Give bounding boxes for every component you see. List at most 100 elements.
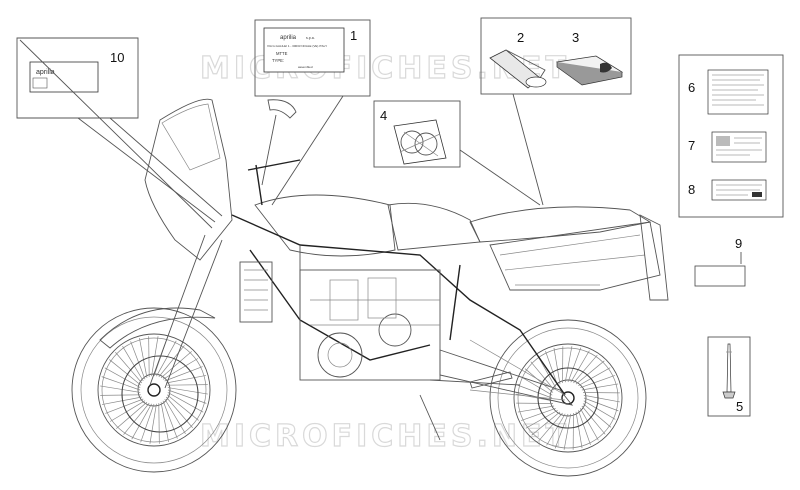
spoke	[531, 411, 561, 436]
spoke	[573, 354, 598, 384]
spoke	[148, 336, 150, 377]
part-4-tool-b	[414, 132, 438, 156]
spoke	[553, 347, 561, 385]
part-9-strip	[694, 265, 746, 287]
spoke	[160, 351, 192, 379]
spoke	[580, 375, 615, 389]
spoke	[567, 347, 582, 383]
part-6-label-lines	[712, 74, 764, 106]
leader-10-a	[77, 117, 216, 223]
callout-2: 2	[517, 30, 524, 45]
part-1-line-2: MTTE	[276, 51, 288, 56]
spoke	[579, 408, 599, 441]
spoke	[122, 345, 144, 382]
spoke	[545, 351, 559, 386]
spoke	[100, 385, 141, 393]
part-10-decal	[29, 61, 99, 93]
part-5-rivet-shaft	[726, 343, 732, 393]
spoke	[521, 407, 556, 421]
spoke	[156, 340, 177, 377]
swingarm	[439, 349, 574, 406]
spoke	[517, 384, 553, 399]
callout-9: 9	[735, 236, 742, 251]
part-5-rivet-head	[722, 391, 736, 399]
windscreen	[161, 103, 221, 171]
spoke	[582, 403, 612, 428]
callout-1: 1	[350, 28, 357, 43]
sidestand	[419, 394, 441, 441]
part-9-group[interactable]: 9	[694, 236, 746, 287]
spoke	[109, 359, 142, 386]
frame-downtube	[249, 249, 431, 361]
spoke	[583, 394, 620, 403]
spoke	[109, 400, 146, 422]
radiator	[239, 261, 273, 323]
spoke	[100, 394, 141, 396]
spoke	[525, 409, 558, 429]
part-1-plate	[263, 27, 345, 73]
part-10-decal-brand: aprilia	[36, 69, 55, 76]
callout-7: 7	[688, 138, 695, 153]
spoke	[583, 397, 619, 412]
spoke	[575, 360, 605, 385]
spoke	[563, 413, 572, 450]
part-1-line-4: assembled	[298, 65, 313, 69]
spoke	[158, 345, 185, 378]
spoke	[160, 402, 169, 443]
part-7-label-lines	[716, 137, 762, 156]
part-10-group[interactable]: aprilia 10	[16, 37, 139, 119]
spoke	[554, 413, 569, 449]
spoke	[583, 400, 616, 420]
spoke	[570, 350, 590, 383]
part-6-7-8-group[interactable]: 6 7 8	[678, 54, 784, 218]
callout-4: 4	[380, 108, 387, 123]
front-brake-disc	[121, 355, 199, 433]
engine	[299, 269, 441, 381]
part-8-label-mark	[752, 192, 762, 197]
spoke	[520, 376, 553, 396]
watermark-bottom: MICROFICHES.NET	[200, 419, 570, 454]
leader-4	[459, 149, 541, 206]
radiator-fins	[244, 269, 268, 311]
motorcycle	[71, 98, 669, 477]
leader-2-3	[512, 93, 544, 206]
front-wheel	[71, 307, 237, 473]
spoke	[167, 392, 204, 413]
spoke	[115, 352, 143, 384]
spoke	[578, 367, 611, 387]
part-5-group[interactable]: 5	[707, 336, 751, 417]
spoke	[164, 366, 203, 382]
spoke	[517, 405, 555, 413]
part-6-label	[707, 69, 769, 115]
side-panel	[387, 202, 481, 251]
spoke	[524, 368, 554, 393]
part-2-pouch-flap	[505, 49, 546, 79]
spoke	[116, 401, 148, 429]
part-1-line-3: TYPE:	[272, 58, 284, 63]
part-1-brand: aprilia	[280, 35, 297, 41]
fuel-tank	[254, 194, 396, 257]
rear-frame	[489, 221, 661, 291]
callout-10: 10	[110, 50, 124, 65]
rear-spokes	[516, 346, 620, 450]
spoke	[166, 375, 207, 384]
part-2-3-group[interactable]: 2 3	[480, 17, 632, 95]
spoke	[123, 402, 150, 435]
part-3-manual-graphic	[600, 62, 612, 73]
part-4-tools-lines	[399, 131, 441, 157]
front-spokes	[100, 336, 208, 444]
mirror-stem	[261, 114, 277, 186]
spoke	[164, 398, 186, 435]
part-1-group[interactable]: aprilia s.p.a. VIA G.GALILEI 1 - 30033 N…	[254, 19, 371, 97]
part-1-line-1: VIA G.GALILEI 1 - 30033 NOALE (VE) ITALY	[267, 44, 327, 48]
spoke	[104, 367, 141, 388]
callout-3: 3	[572, 30, 579, 45]
callout-5: 5	[736, 399, 743, 414]
spoke	[166, 394, 199, 421]
rear-frame-lines	[499, 234, 646, 286]
tail-light-assembly	[639, 214, 669, 301]
part-2-pouch-opening	[525, 76, 547, 88]
spoke	[564, 346, 573, 383]
part-4-group[interactable]: 4	[373, 100, 461, 168]
part-2-3-box	[480, 17, 632, 95]
